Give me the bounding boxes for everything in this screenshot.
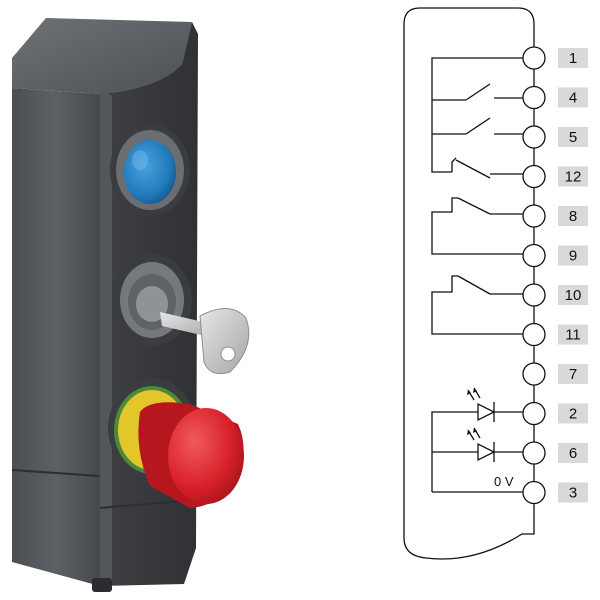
terminal-label: 2: [569, 406, 577, 423]
terminal-label-box: [558, 482, 588, 503]
terminal-block: 1 4 5 12 8 9 10 11 7 2 6 3: [522, 46, 588, 505]
terminal-label: 5: [569, 129, 577, 146]
blue-pushbutton-icon: [110, 124, 190, 216]
terminal-circle: [522, 480, 546, 505]
terminal-circle: [522, 401, 546, 426]
terminal-label-box: [558, 364, 588, 384]
terminal-label-box: [558, 127, 588, 147]
terminal-label: 11: [565, 327, 581, 344]
terminal-circle: [522, 85, 546, 110]
terminal-label: 3: [569, 485, 577, 502]
terminal-label: 4: [569, 90, 577, 107]
terminal-circle: [522, 164, 546, 189]
terminal-label-box: [558, 166, 588, 187]
terminal-circle: [522, 46, 546, 70]
terminal-circle: [522, 283, 546, 307]
terminal-circle: [522, 204, 546, 228]
terminal-circle: [522, 243, 546, 268]
terminal-circle: [522, 441, 546, 465]
terminal-label-box: [558, 443, 588, 463]
emergency-stop-icon: [108, 378, 244, 508]
terminal-label: 12: [565, 169, 582, 186]
terminal-label: 8: [569, 208, 577, 225]
led-arrows: [467, 388, 477, 435]
terminal-label: 1: [569, 50, 577, 67]
terminal-label: 10: [565, 287, 582, 304]
terminal-circle: [522, 362, 546, 386]
terminal-circle: [522, 322, 546, 347]
terminal-label: 7: [569, 366, 577, 383]
terminal-label-box: [558, 324, 588, 345]
terminal-label-box: [558, 206, 588, 226]
terminal-label: 9: [569, 248, 577, 265]
terminal-label-box: [558, 403, 588, 424]
terminal-label-box: [558, 48, 588, 68]
terminal-label-box: [558, 87, 588, 108]
terminal-label-box: [558, 245, 588, 266]
voltage-label: 0 V: [494, 474, 514, 489]
terminal-label-box: [558, 285, 588, 305]
key-selector-icon: [112, 254, 250, 375]
terminal-label: 6: [569, 445, 577, 462]
wiring-diagram: [403, 7, 535, 560]
terminal-circle: [522, 125, 546, 149]
